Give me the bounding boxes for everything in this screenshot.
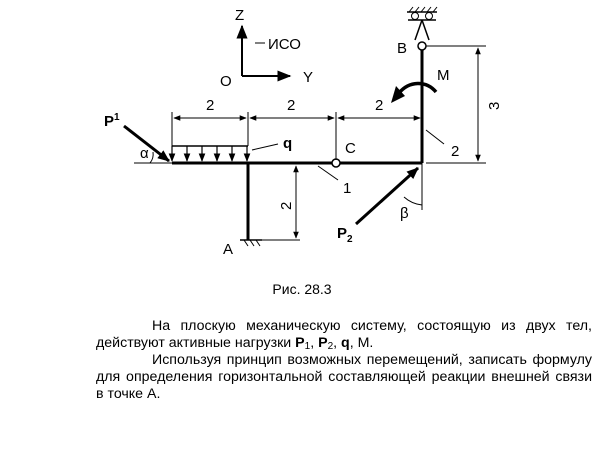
axis-z-label: Z xyxy=(235,7,244,24)
dim-top-right: 2 xyxy=(375,97,383,114)
body-1-label: 1 xyxy=(343,180,351,197)
support-a: A xyxy=(223,239,262,258)
support-b: B xyxy=(397,6,438,57)
problem-paragraph-1: На плоскую механическую систему, состоящ… xyxy=(96,318,592,352)
problem-paragraph-2: Используя принцип возможных перемещений,… xyxy=(96,352,592,402)
point-a-label: A xyxy=(223,241,233,258)
coordinate-axes: Z Y O ИСО xyxy=(220,7,313,90)
lower-dimension: 2 xyxy=(256,165,300,241)
dim-top-left: 2 xyxy=(206,97,214,114)
force-p2-label: P2 xyxy=(337,225,353,245)
body-2-label: 2 xyxy=(451,143,459,160)
top-dimensions: 2 2 2 xyxy=(171,97,421,160)
angle-beta-label: β xyxy=(400,205,409,222)
distributed-load-q: q xyxy=(168,135,292,162)
frame-label: ИСО xyxy=(268,36,301,53)
moment-m-label: M xyxy=(437,67,450,84)
load-q-label: q xyxy=(283,135,292,152)
force-p2: β P2 xyxy=(337,163,423,245)
mechanical-system-figure: Z Y O ИСО B A xyxy=(104,6,503,258)
point-b-label: B xyxy=(397,40,407,57)
dim-top-middle: 2 xyxy=(287,97,295,114)
axis-y-label: Y xyxy=(303,69,313,86)
body-2-rod xyxy=(417,41,427,163)
force-p1-label: P1 xyxy=(104,112,120,130)
moment-m: M xyxy=(391,67,450,103)
hinge-c xyxy=(331,158,341,168)
angle-alpha-label: α xyxy=(140,145,149,162)
hinge-b xyxy=(417,41,427,51)
dim-right-vertical: 3 xyxy=(486,102,503,110)
dim-lower-vertical: 2 xyxy=(278,202,295,210)
force-p1: α P1 xyxy=(104,112,172,164)
point-c-label: C xyxy=(345,140,356,157)
body-1-beam xyxy=(172,158,422,240)
figure-caption: Рис. 28.3 xyxy=(272,281,332,297)
origin-label: O xyxy=(220,73,232,90)
right-dimension: 3 xyxy=(426,45,503,164)
